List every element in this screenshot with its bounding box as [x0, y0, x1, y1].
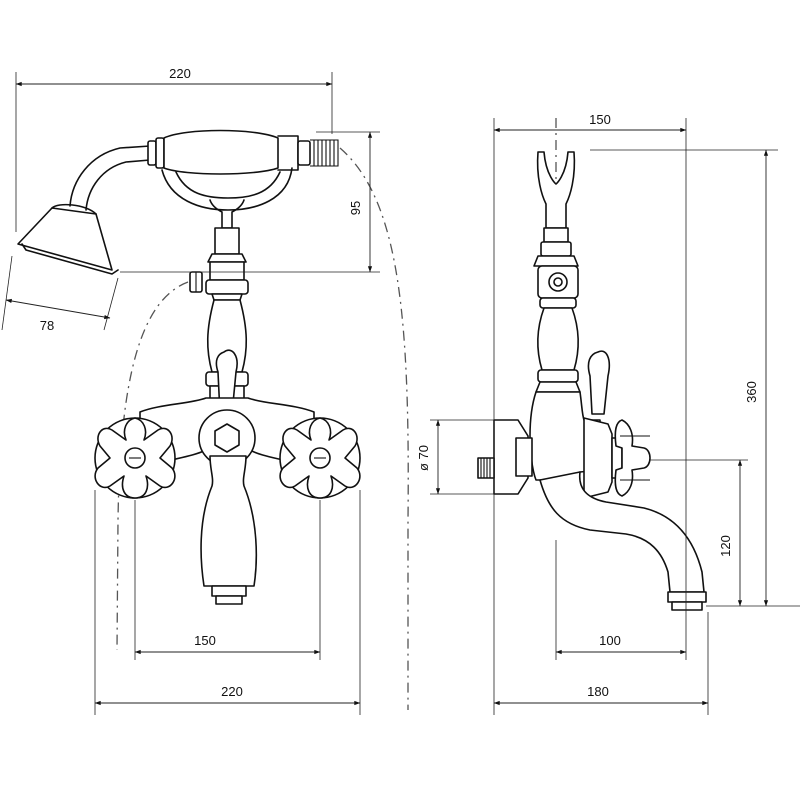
dim-label-holder-offset: 150: [589, 112, 611, 127]
diverter-knob: [189, 271, 203, 293]
bath-spout: [200, 455, 258, 587]
dim-label-overall-depth: 180: [587, 684, 609, 699]
dim-label-spout-reach: 100: [599, 633, 621, 648]
center-nut: [198, 409, 256, 467]
side-cross-handle: [583, 417, 651, 499]
dim-label-flange-diameter: ø 70: [416, 445, 431, 471]
wall-flange: [477, 419, 533, 495]
handset-cradle: [161, 167, 293, 211]
dim-label-shower-head: 78: [40, 318, 54, 333]
dim-line-shower-head: [5, 298, 111, 320]
cross-handle-left: [94, 417, 176, 499]
dim-label-overall-height: 360: [744, 381, 759, 403]
side-column: [535, 265, 581, 393]
side-lever: [587, 350, 611, 415]
dim-label-handle-height: 95: [348, 201, 363, 215]
dim-label-inlet-spacing: 150: [194, 633, 216, 648]
shower-holder-fork: [533, 151, 579, 267]
dim-label-spout-height: 120: [718, 535, 733, 557]
side-view: 150 360 ø 70 120 100 180: [416, 112, 800, 715]
dim-label-body-width: 220: [221, 684, 243, 699]
front-extension-lines: [1, 72, 380, 715]
side-spout: [539, 471, 705, 593]
shower-head: [17, 145, 151, 275]
handset-handle: [147, 129, 339, 175]
side-body: [529, 391, 601, 481]
dim-label-handshower-width: 220: [169, 66, 191, 81]
side-extension-lines: [430, 118, 800, 715]
front-view: 220 95 78 150 220: [1, 66, 409, 715]
shower-hose-dashed: [339, 147, 409, 710]
cross-handle-right: [279, 417, 361, 499]
